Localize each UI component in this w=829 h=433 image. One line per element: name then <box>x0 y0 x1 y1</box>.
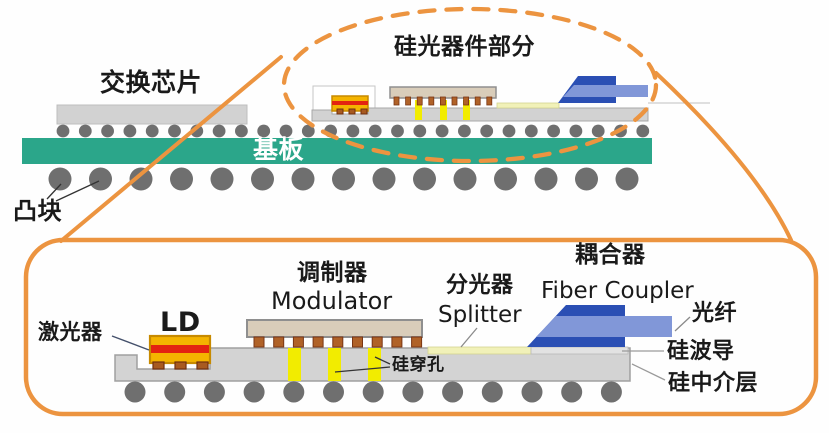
tsv-3 <box>368 348 381 381</box>
mini-modulator <box>389 86 497 99</box>
splitter-label-zh: 分光器 <box>446 273 514 298</box>
tsv-2 <box>328 348 341 381</box>
waveguide-label: 硅波导 <box>667 339 735 364</box>
photonics-highlight-ellipse <box>281 6 659 164</box>
laser-label: 激光器 <box>38 320 103 344</box>
fiber-label: 光纤 <box>692 301 738 326</box>
detail-callout-box <box>23 237 819 417</box>
switch-chip-label: 交换芯片 <box>100 68 203 97</box>
coupler-label-zh: 耦合器 <box>575 242 646 268</box>
splitter-label-en: Splitter <box>438 302 522 328</box>
mini-laser-stripe <box>332 101 368 105</box>
modulator-bumps <box>253 336 423 348</box>
magnifier-line-left <box>59 55 283 243</box>
tsv-1 <box>288 348 301 381</box>
laser-leader-line <box>111 335 150 351</box>
mini-fiber <box>562 85 648 98</box>
splitter-strip <box>427 346 532 355</box>
mini-modulator-bumps <box>393 96 493 106</box>
substrate-label: 基板 <box>253 135 305 164</box>
photonics-section-label: 硅光器件部分 <box>394 34 535 60</box>
laser-diode-stripe <box>151 345 209 353</box>
interposer-label: 硅中介层 <box>668 371 759 396</box>
laser-diode-feet <box>152 361 209 370</box>
waveguide-strip <box>530 346 629 355</box>
splitter-leader-line <box>460 327 478 348</box>
modulator-label-en: Modulator <box>271 287 393 315</box>
laser-diode-label: LD <box>160 307 201 338</box>
mini-tsv-1 <box>415 100 422 120</box>
modulator-label-zh: 调制器 <box>297 260 368 286</box>
fiber <box>536 316 672 337</box>
coupler-label-en: Fiber Coupler <box>541 278 694 304</box>
switch-chip <box>56 104 248 125</box>
tsv-leader-lines <box>334 356 391 373</box>
tsv-label: 硅穿孔 <box>392 355 445 375</box>
interposer-leader-line <box>631 363 666 381</box>
mini-splitter-strip <box>496 102 560 109</box>
substrate <box>22 138 652 164</box>
bump-leader-lines <box>46 180 100 202</box>
micro-bump-row <box>56 124 650 138</box>
interposer-bump-row <box>124 381 622 403</box>
mini-laser-feet <box>336 108 368 115</box>
bga-bump-row <box>48 167 639 191</box>
magnifier-line-right <box>654 71 793 242</box>
fiber-leader-line <box>674 316 691 332</box>
mini-tsv-3 <box>463 100 470 120</box>
bump-label: 凸块 <box>13 197 62 225</box>
modulator <box>246 319 423 338</box>
mini-tsv-2 <box>440 100 447 120</box>
